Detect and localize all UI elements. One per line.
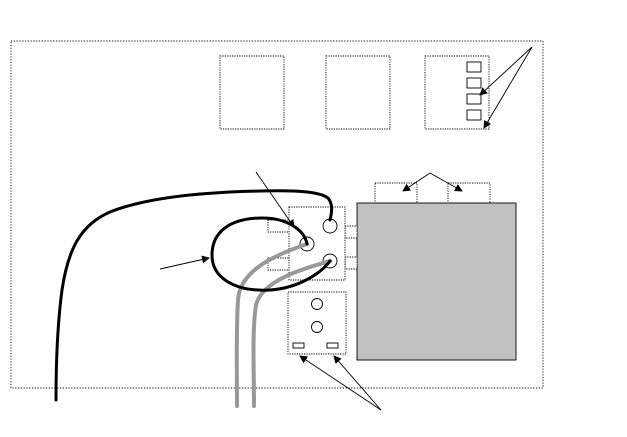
shaded-module (356, 182, 517, 361)
leader-arrow (333, 355, 382, 411)
leader-arrow (159, 255, 210, 270)
block-tab (267, 257, 291, 271)
top-box-left (219, 55, 285, 130)
gray-wire-pair (234, 242, 332, 408)
leader-arrow (255, 171, 295, 228)
block-foot (326, 342, 339, 349)
lower-terminal-block (287, 291, 347, 355)
leader-arrow (402, 172, 431, 192)
module-tab (447, 182, 491, 204)
terminal-slot (466, 93, 482, 105)
top-box-right-terminal-strip (424, 55, 490, 130)
block-tab (344, 225, 358, 239)
terminal-slot (466, 61, 482, 73)
leader-arrow (429, 172, 463, 192)
leader-arrow (479, 46, 533, 96)
leader-arrow (483, 46, 533, 129)
top-box-middle (325, 55, 391, 130)
upper-terminal-block (267, 206, 358, 281)
leader-arrow (299, 355, 382, 411)
block-foot (292, 342, 305, 349)
screw-terminal (311, 298, 323, 310)
screw-terminal (311, 321, 323, 333)
block-tab (344, 256, 358, 270)
terminal-slot (466, 77, 482, 89)
black-wire-loop (210, 216, 332, 292)
terminal-slot (466, 109, 482, 121)
enclosure-panel (10, 40, 544, 389)
black-wire-long (54, 189, 334, 402)
